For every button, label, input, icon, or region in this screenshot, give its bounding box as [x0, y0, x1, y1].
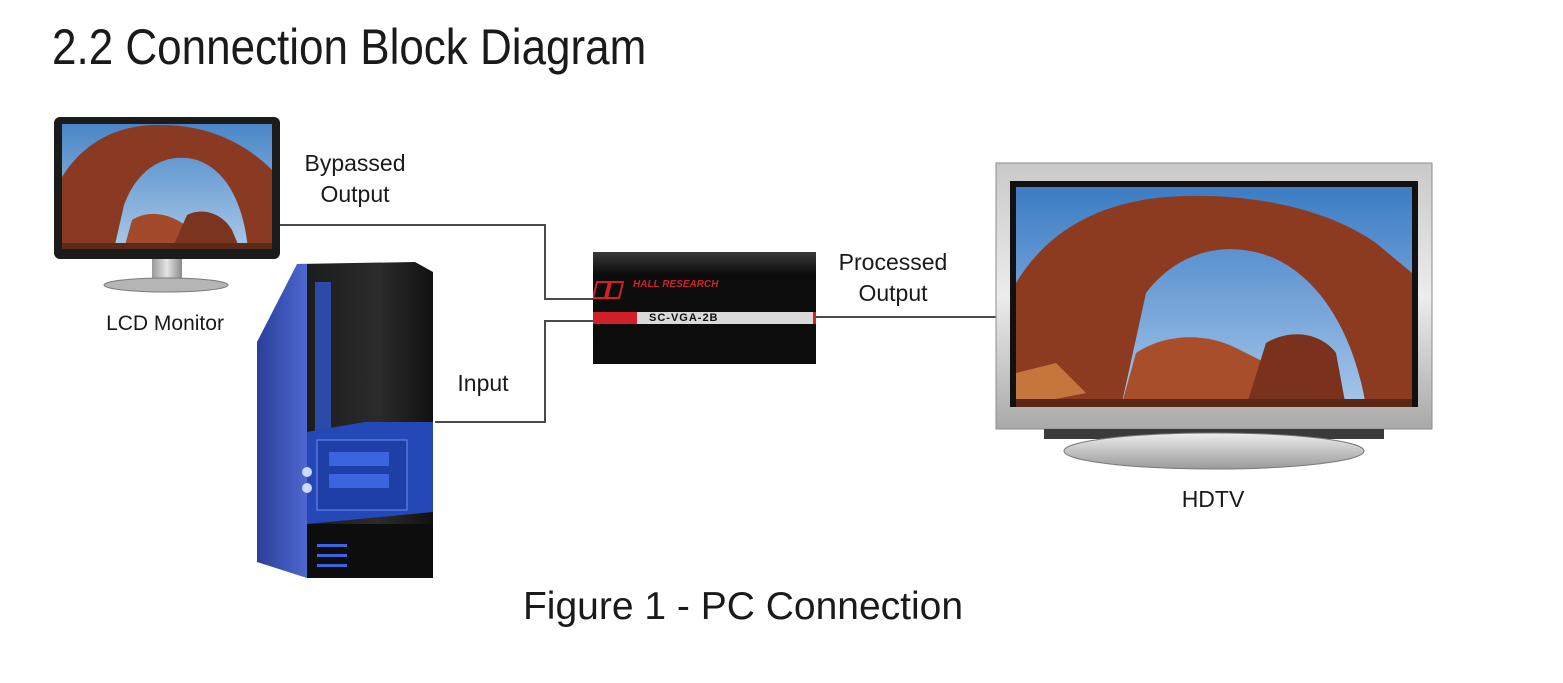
figure-caption: Figure 1 - PC Connection: [522, 585, 964, 628]
input-label: Input: [457, 370, 509, 396]
input-cable: [435, 320, 596, 423]
scaler-device-graphic: [591, 252, 816, 364]
hdtv-icon: [995, 162, 1433, 470]
scaler-device-icon: HALL RESEARCH SC-VGA-2B: [591, 252, 816, 364]
bypassed-output-label: Bypassed Output: [304, 150, 406, 207]
device-brand: HALL RESEARCH: [633, 279, 719, 290]
device-model: SC-VGA-2B: [649, 312, 719, 324]
lcd-monitor-icon: [54, 117, 280, 293]
pc-tower-icon: [257, 262, 433, 578]
bypassed-output-cable: [280, 224, 596, 300]
processed-output-label: Processed Output: [838, 249, 948, 306]
hdtv-label: HDTV: [1181, 486, 1245, 512]
lcd-monitor-label: LCD Monitor: [106, 312, 224, 335]
page-title: 2.2 Connection Block Diagram: [52, 19, 647, 75]
